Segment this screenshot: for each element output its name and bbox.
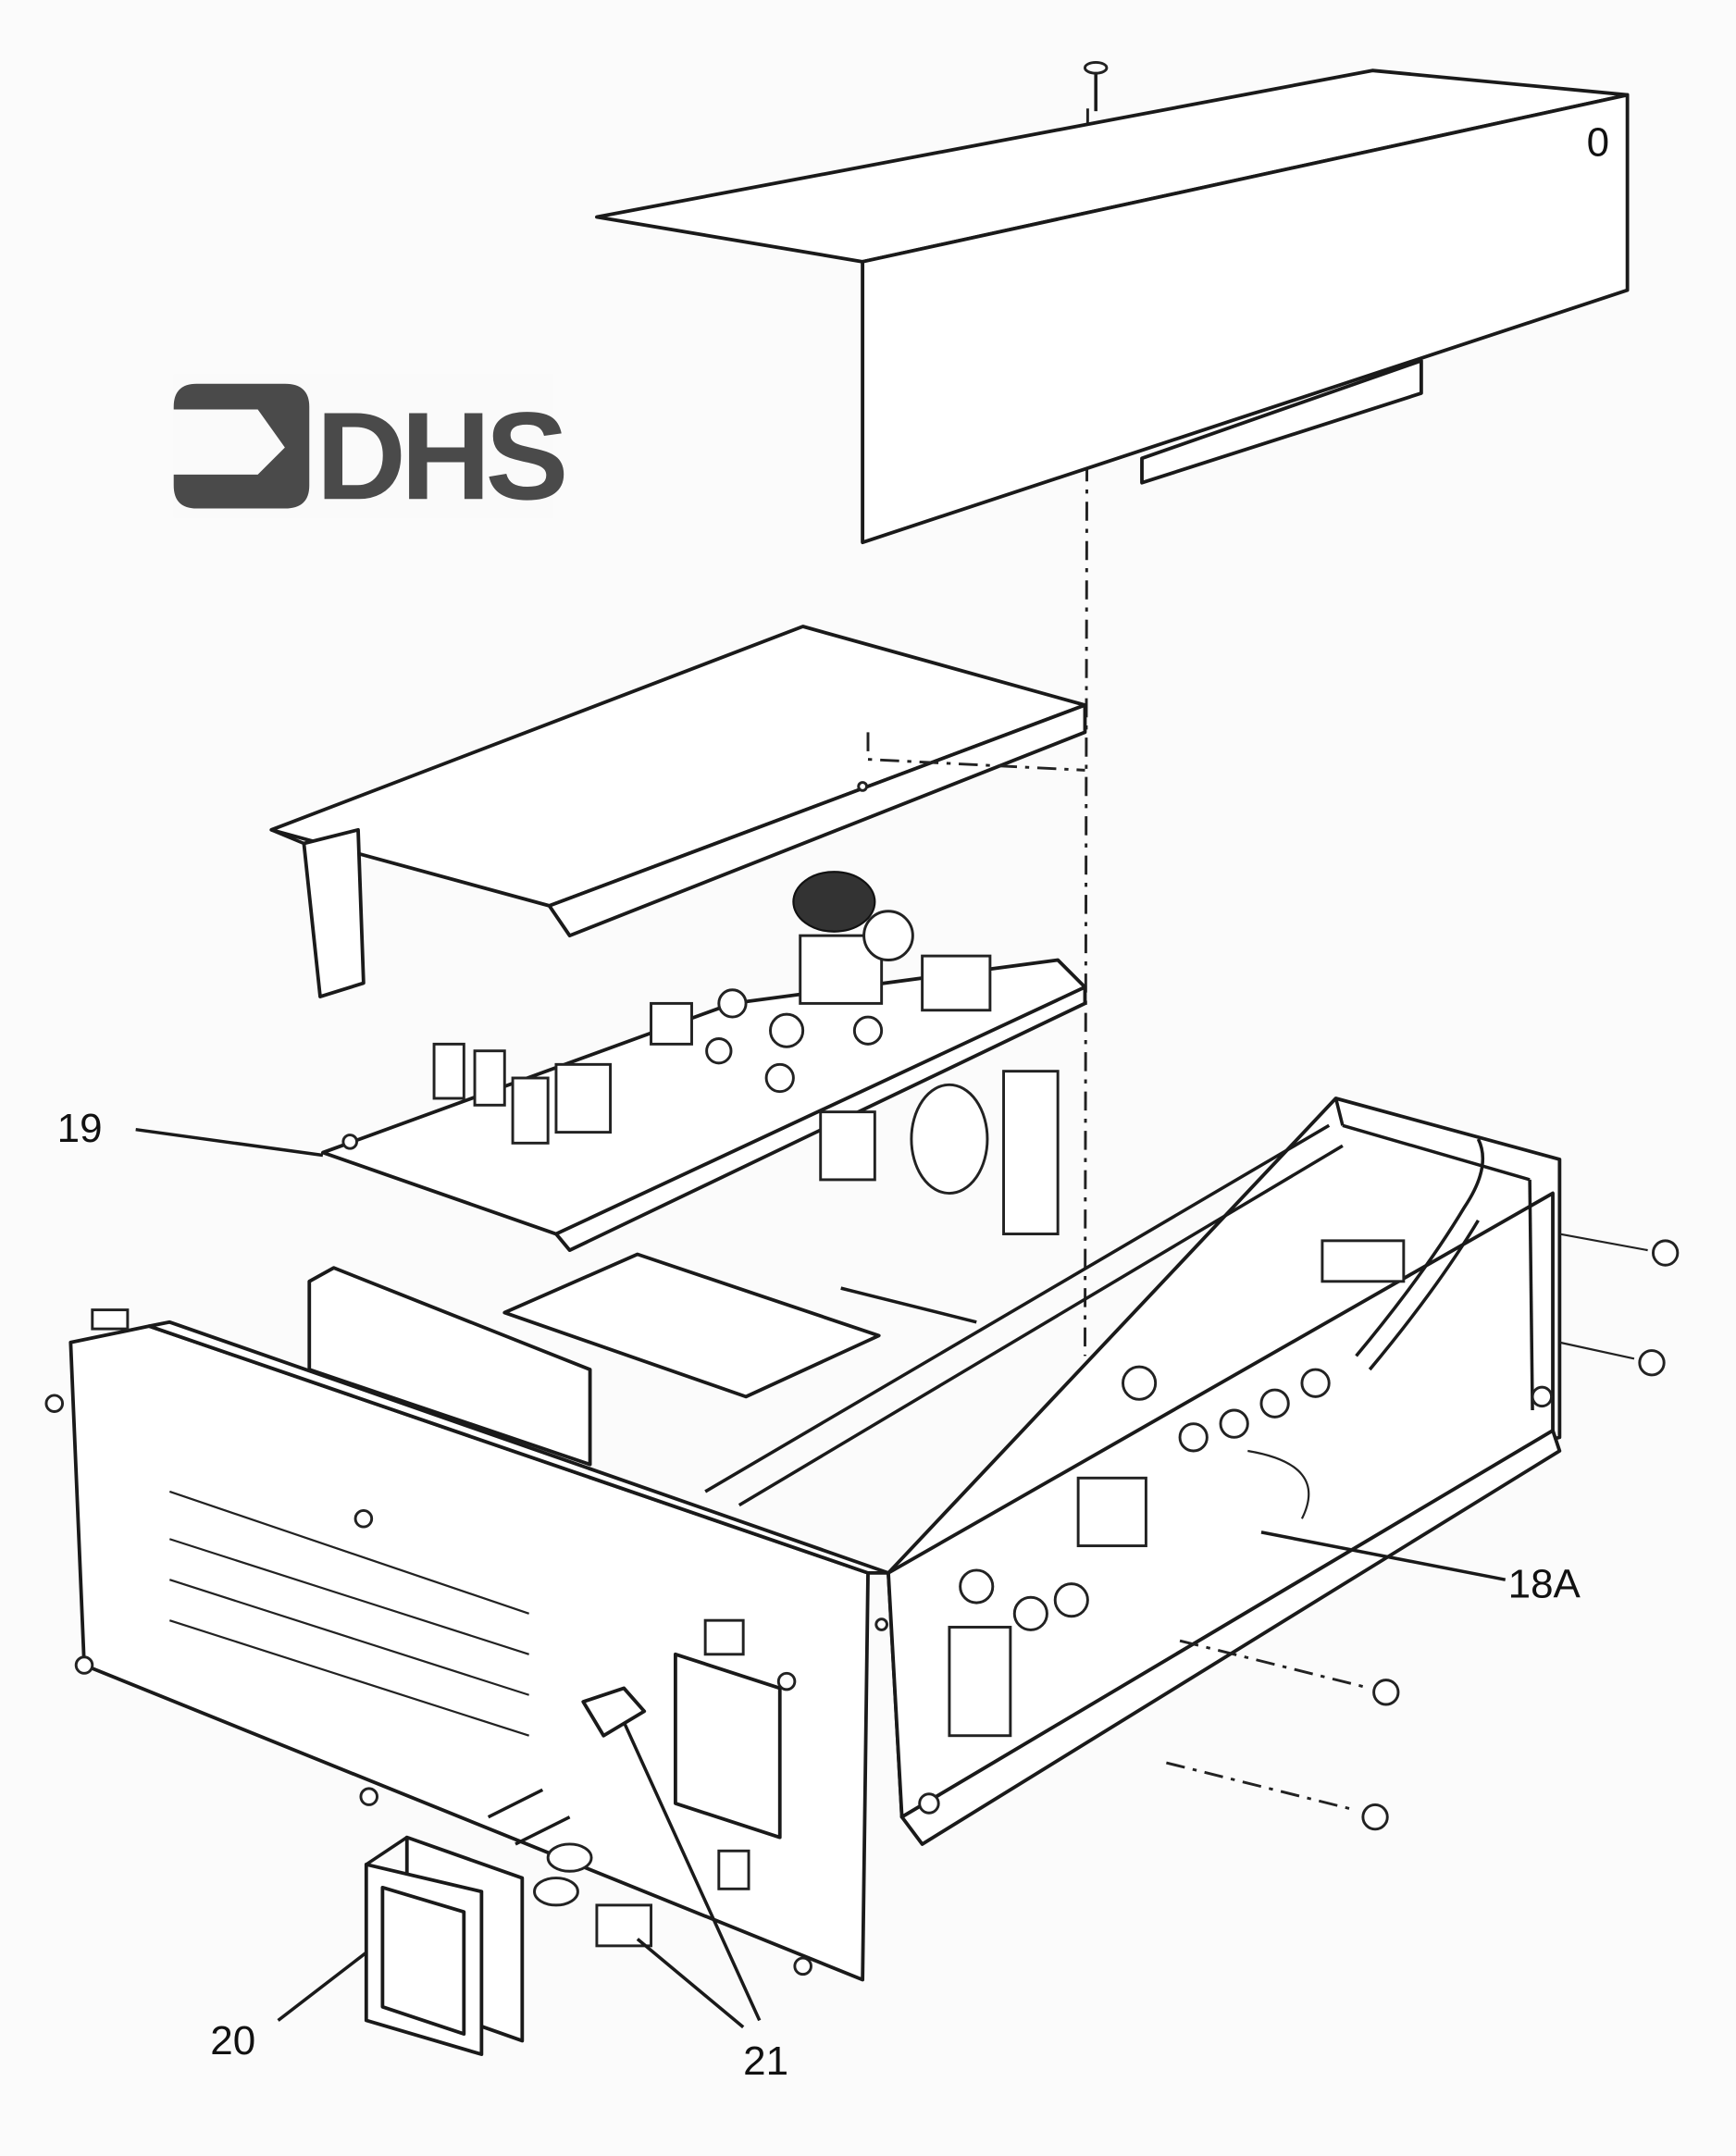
callout-19: 19 (57, 1106, 103, 1151)
dhs-logo: DHS (173, 374, 569, 526)
leader-line-19 (135, 1127, 324, 1158)
pcb-components (432, 871, 992, 1145)
screws (1166, 1233, 1680, 1831)
leader-line-20 (277, 1951, 367, 2022)
chassis-components (948, 1138, 1485, 1738)
screw-icon (1166, 1761, 1389, 1831)
callout-18a: 18A (1508, 1561, 1581, 1606)
top-cover: 0 (595, 60, 1630, 545)
cover-screw-icon (1083, 60, 1109, 112)
screw-icon (1179, 1639, 1400, 1706)
rocker-switch-20 (364, 1835, 525, 2056)
callout-20: 20 (210, 2018, 255, 2063)
panel-markings (168, 1490, 530, 1737)
logo-text: DHS (316, 386, 564, 526)
screw-icon (1559, 1341, 1666, 1377)
inner-cover (269, 625, 1087, 998)
leader-lines-21 (622, 1721, 762, 2029)
logo-arrow-icon (173, 383, 310, 509)
screw-icon (1559, 1233, 1680, 1267)
callout-21: 21 (743, 2038, 788, 2084)
fuse-holders-21 (487, 1686, 652, 1948)
chassis (704, 1097, 1562, 1846)
front-panel (44, 1308, 890, 1982)
leader-line-18a (1260, 1530, 1507, 1581)
circuit-board-19 (321, 871, 1087, 1253)
cover-hole-mark: 0 (1587, 120, 1609, 166)
transformer-assembly (307, 1070, 1060, 1467)
